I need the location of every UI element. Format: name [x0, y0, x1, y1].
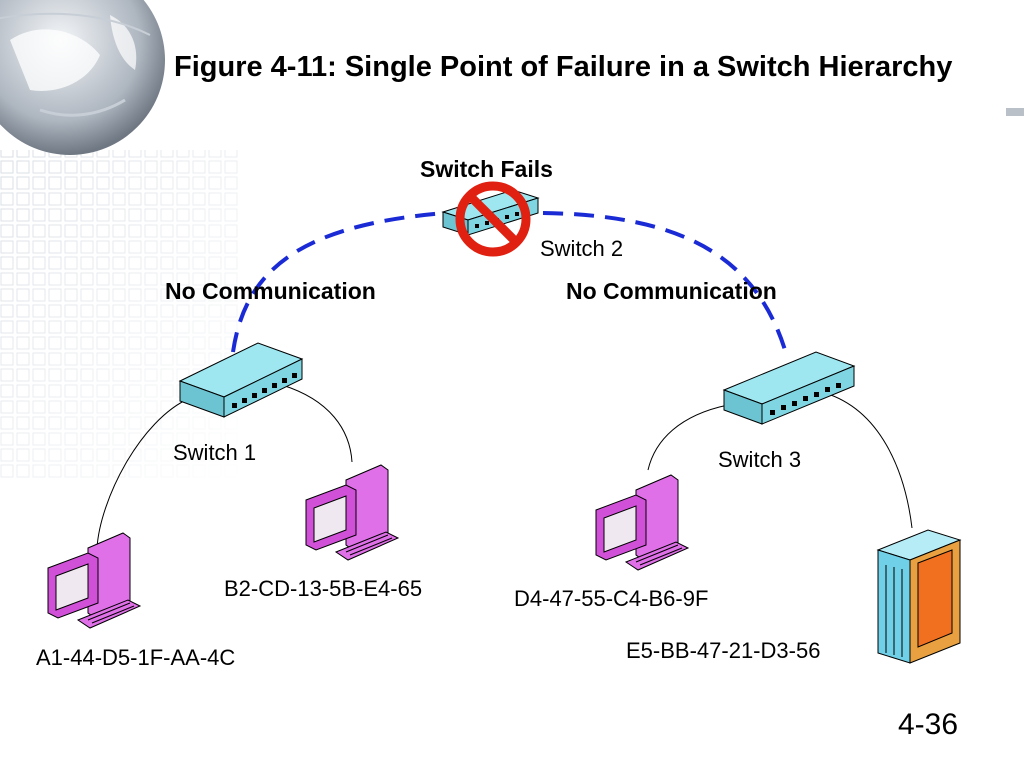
host-a-mac-label: A1-44-D5-1F-AA-4C — [36, 645, 236, 670]
computer-host-d — [595, 474, 690, 571]
background-grid — [0, 150, 240, 480]
no-symbol-icon — [455, 181, 531, 257]
failed-link-left — [231, 211, 446, 353]
cable-switch1-hostA — [96, 397, 191, 549]
cable-switch1-hostB — [281, 384, 353, 463]
computer-host-b — [305, 464, 400, 561]
switch-1-device — [178, 342, 304, 418]
switch-3-label: Switch 3 — [718, 447, 802, 472]
host-b-mac-label: B2-CD-13-5B-E4-65 — [224, 576, 423, 601]
cable-switch3-server — [824, 392, 913, 529]
page-number: 4-36 — [898, 708, 959, 741]
host-d-mac-label: D4-47-55-C4-B6-9F — [514, 586, 709, 611]
switch-3-device — [722, 351, 856, 425]
switch-1-label: Switch 1 — [173, 440, 257, 465]
switch-2-label: Switch 2 — [540, 236, 624, 261]
computer-host-a — [47, 532, 142, 629]
server-e — [876, 529, 962, 664]
no-communication-left-label: No Communication — [165, 278, 376, 304]
edge-tick — [1006, 108, 1024, 116]
no-communication-right-label: No Communication — [566, 278, 777, 304]
globe-logo — [0, 0, 165, 155]
server-e-mac-label: E5-BB-47-21-D3-56 — [626, 638, 821, 663]
failure-label: Switch Fails — [420, 156, 553, 182]
slide-title: Figure 4-11: Single Point of Failure in … — [174, 51, 953, 83]
failed-link-right — [542, 211, 787, 351]
cable-switch3-hostD — [647, 404, 729, 471]
